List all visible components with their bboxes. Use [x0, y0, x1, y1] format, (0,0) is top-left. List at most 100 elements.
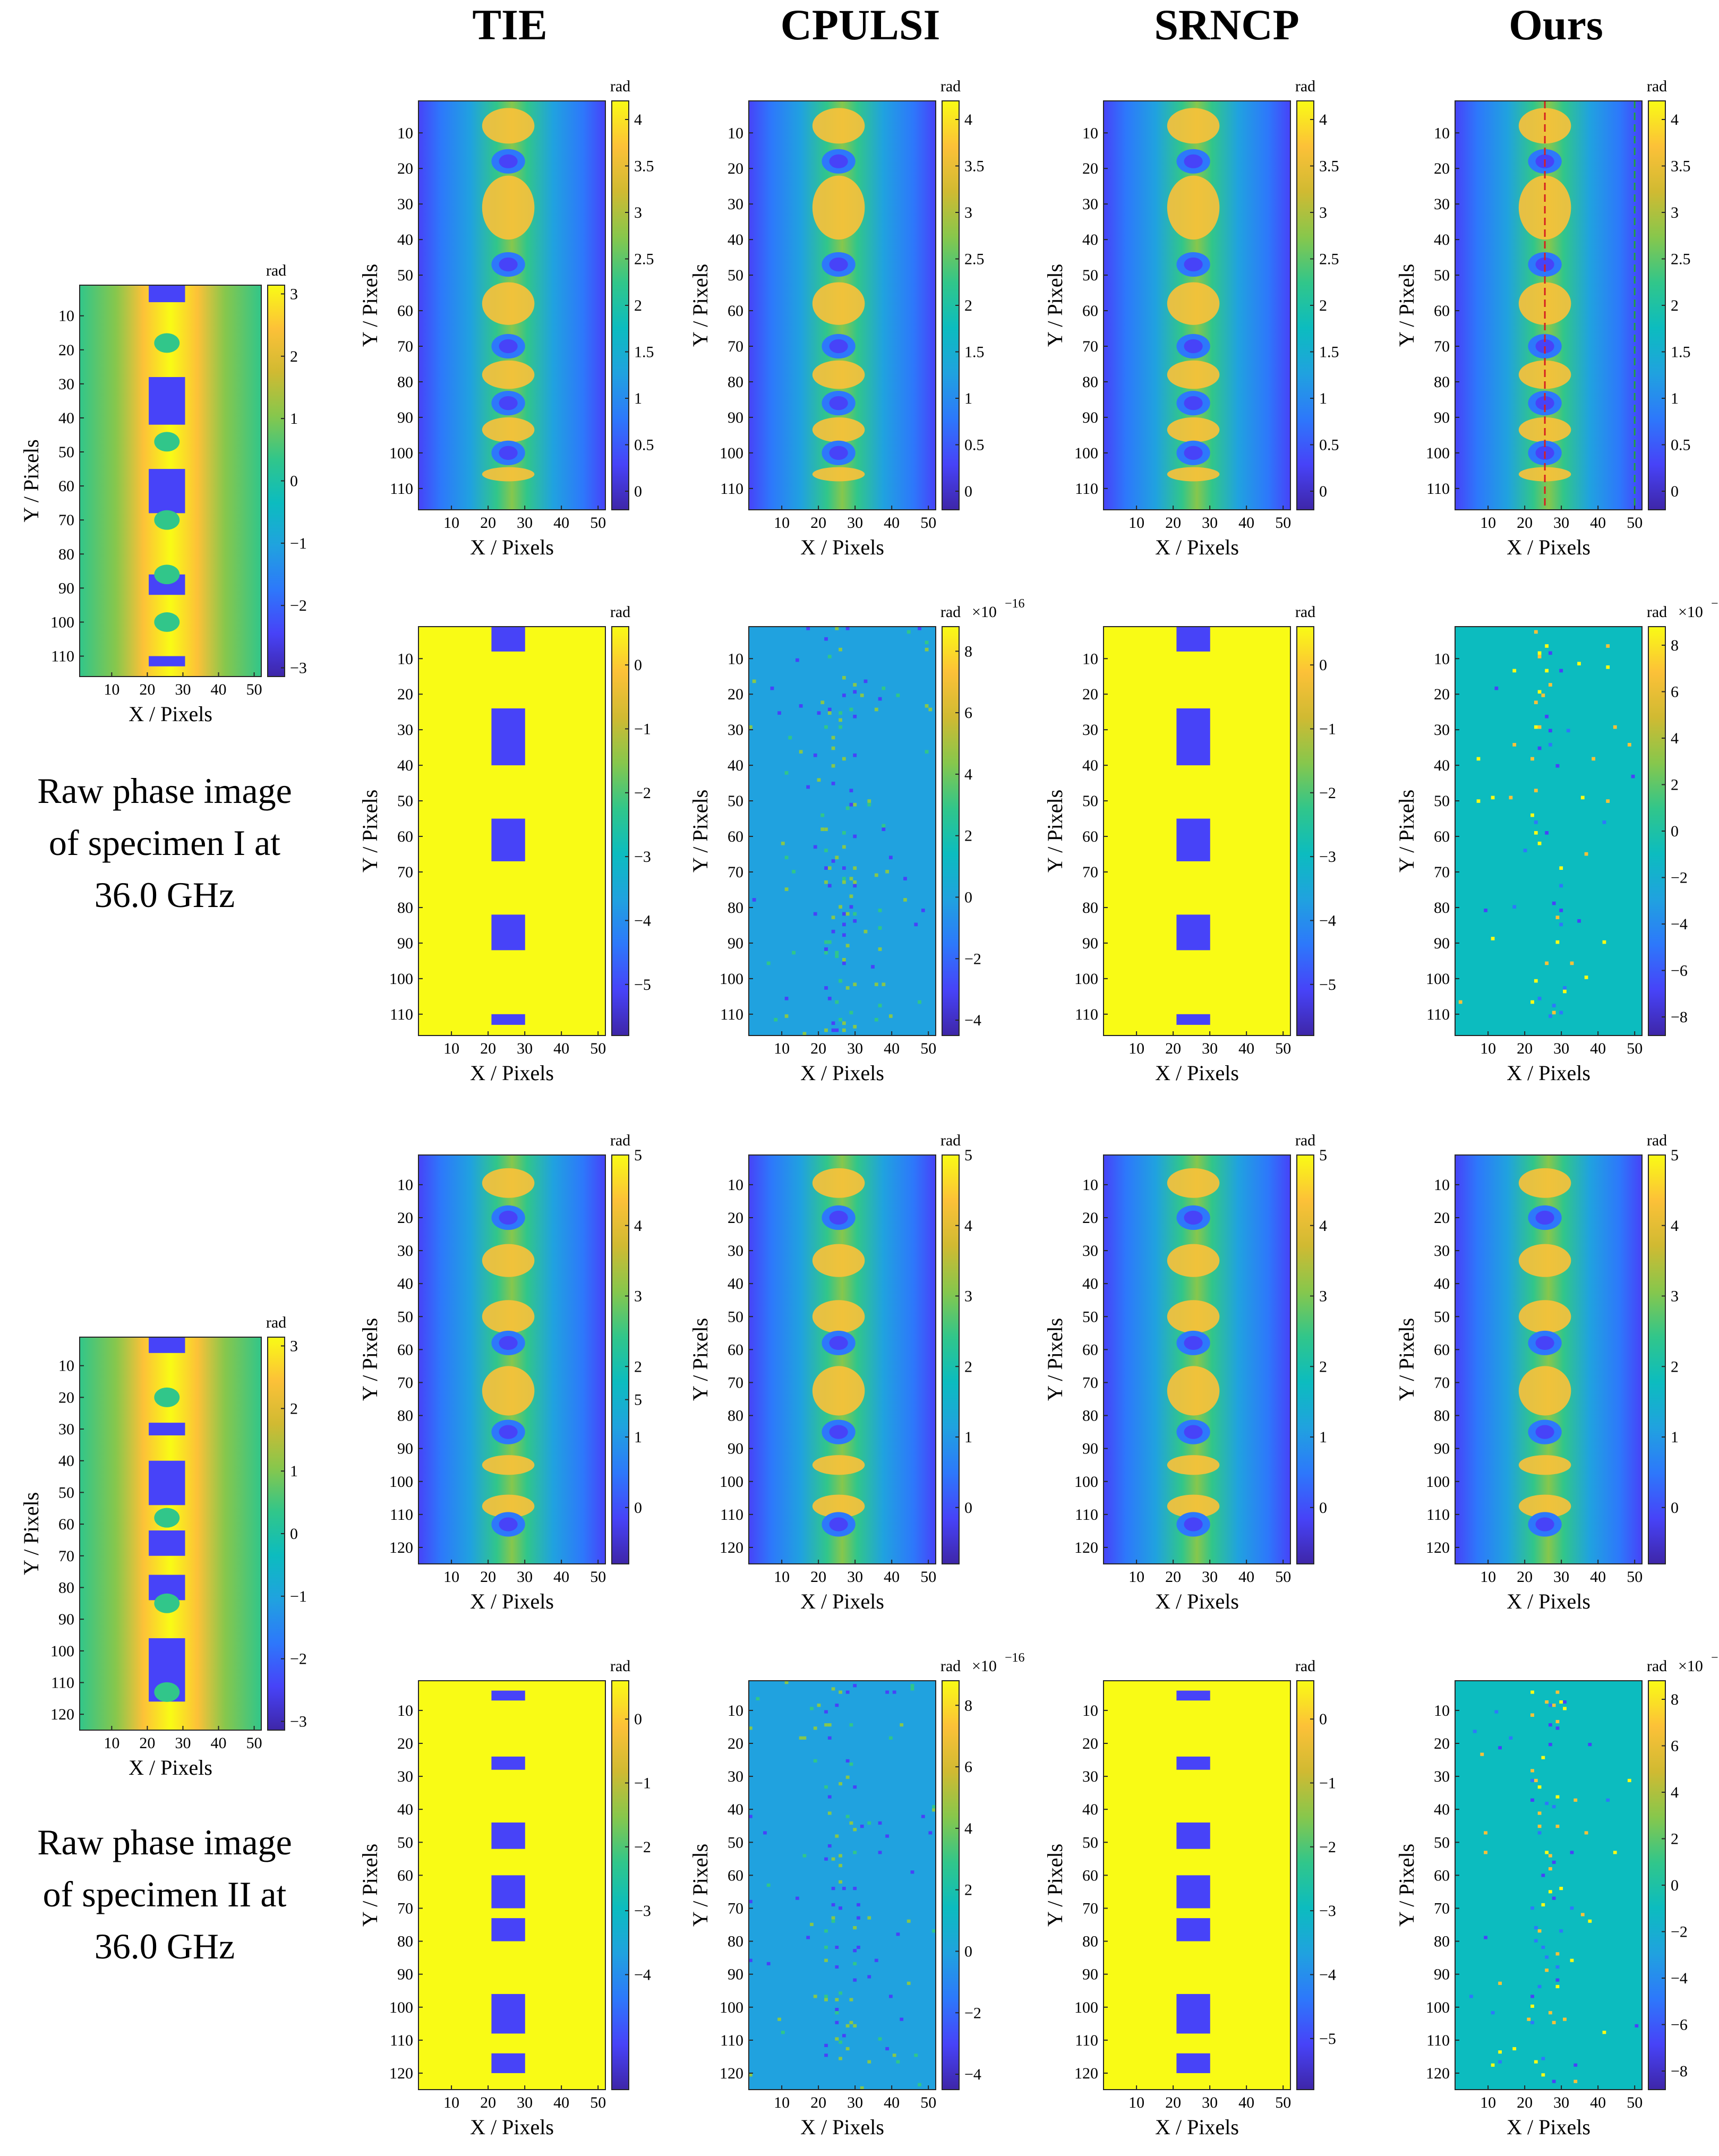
error-pixel	[874, 707, 878, 712]
error-pixel	[1570, 1958, 1574, 1962]
colorbar-tick-label: 2	[634, 297, 642, 314]
y-tick-label: 60	[1434, 828, 1450, 845]
error-pixel	[824, 725, 828, 729]
error-pixel	[842, 694, 846, 697]
x-tick-label: 20	[810, 2094, 826, 2111]
colorbar-exponent: ×10	[972, 603, 997, 621]
error-pixel	[1570, 1906, 1574, 1910]
colorbar-tick-label: 8	[1671, 637, 1679, 654]
error-pixel	[799, 1736, 803, 1740]
x-tick-label: 30	[1202, 1568, 1218, 1586]
error-pixel	[831, 929, 835, 934]
error-pixel	[853, 1978, 857, 1982]
error-region	[491, 914, 525, 951]
colorbar-tick-label: 2	[964, 297, 972, 314]
error-pixel	[882, 982, 886, 987]
y-axis-label: Y / Pixels	[1043, 1318, 1067, 1401]
error-pixel	[842, 2034, 846, 2038]
error-pixel	[860, 694, 864, 697]
y-tick-label: 10	[1082, 124, 1098, 142]
colorbar-tick-label: −2	[964, 2004, 981, 2022]
error-pixel	[1534, 2060, 1538, 2064]
heatmap-image	[1455, 101, 1642, 510]
error-pixel	[1627, 743, 1631, 747]
error-pixel	[867, 799, 871, 803]
colorbar-tick-label: 1	[290, 1462, 298, 1480]
y-tick-label: 70	[1434, 1900, 1450, 1917]
y-tick-label: 20	[397, 1735, 413, 1752]
error-pixel	[889, 855, 893, 860]
error-pixel	[849, 1763, 853, 1766]
colorbar-unit-label: rad	[610, 1132, 630, 1149]
colorbar-tick-label: 3	[634, 1288, 642, 1305]
error-pixel	[1559, 884, 1563, 888]
colorbar-tick-label: 0	[1671, 823, 1679, 840]
colorbar-tick-label: 3.5	[1319, 158, 1339, 175]
axes-frame	[1455, 626, 1643, 1036]
error-pixel	[845, 1690, 850, 1694]
error-pixel	[1534, 789, 1538, 792]
phase-band	[812, 467, 865, 482]
error-pixel	[1537, 651, 1542, 655]
y-axis-label: Y / Pixels	[688, 264, 712, 347]
y-tick-label: 50	[1434, 1308, 1450, 1325]
phase-blob-core	[829, 1336, 848, 1350]
colorbar-tick-label: 2.5	[1319, 251, 1339, 268]
phase-band	[812, 1455, 865, 1475]
error-pixel	[1530, 1769, 1534, 1773]
y-tick-label: 60	[728, 302, 743, 320]
x-tick-label: 50	[920, 1040, 936, 1057]
y-tick-label: 30	[1434, 721, 1450, 739]
colorbar-tick-label: 1	[1671, 390, 1679, 407]
colorbar-tick-label: −4	[634, 912, 651, 929]
heatmap-image	[1104, 101, 1290, 510]
phase-blob-core	[499, 1210, 518, 1225]
error-pixel	[842, 957, 846, 962]
y-tick-label: 110	[390, 2032, 413, 2049]
error-pixel	[878, 2037, 882, 2041]
error-pixel	[1458, 1000, 1463, 1004]
error-pixel	[1584, 976, 1588, 979]
error-pixel	[820, 813, 825, 817]
y-tick-label: 10	[58, 307, 74, 325]
error-pixel	[1563, 989, 1567, 994]
y-tick-label: 80	[728, 1933, 743, 1950]
error-pixel	[1530, 1798, 1534, 1802]
y-tick-label: 10	[728, 1176, 743, 1194]
error-pixel	[845, 806, 850, 810]
error-pixel	[749, 1726, 752, 1730]
y-tick-label: 90	[397, 1966, 413, 1983]
error-pixel	[1545, 1969, 1549, 1972]
colorbar-tick-label: 3	[634, 204, 642, 221]
error-pixel	[831, 782, 835, 785]
error-pixel	[806, 627, 810, 630]
y-tick-label: 30	[728, 1768, 743, 1785]
error-pixel	[1484, 1851, 1487, 1854]
error-pixel	[1530, 1690, 1534, 1694]
colorbar-tick-label: 0	[1671, 1499, 1679, 1517]
error-pixel	[896, 1932, 900, 1936]
phase-blob-core	[1535, 1425, 1554, 1439]
y-tick-label: 30	[1434, 195, 1450, 213]
error-pixel	[896, 2060, 900, 2064]
colorbar-tick-label: 2	[290, 348, 298, 365]
error-pixel	[1530, 1713, 1534, 1717]
y-tick-label: 110	[1075, 1506, 1098, 1524]
error-pixel	[835, 2021, 839, 2024]
error-pixel	[853, 1828, 857, 1832]
error-pixel	[849, 1011, 853, 1015]
y-tick-label: 100	[720, 1473, 743, 1491]
colorbar	[1296, 1154, 1314, 1564]
error-pixel	[824, 1945, 828, 1949]
x-axis-label: X / Pixels	[470, 2115, 554, 2139]
y-tick-label: 70	[397, 338, 413, 355]
y-tick-label: 50	[58, 1484, 74, 1501]
phase-blob-core	[499, 1336, 518, 1350]
x-tick-label: 40	[1590, 2094, 1606, 2111]
y-tick-label: 70	[1082, 1900, 1098, 1917]
x-tick-label: 50	[920, 2094, 936, 2111]
y-tick-label: 30	[1434, 1242, 1450, 1260]
phase-band	[482, 467, 535, 482]
